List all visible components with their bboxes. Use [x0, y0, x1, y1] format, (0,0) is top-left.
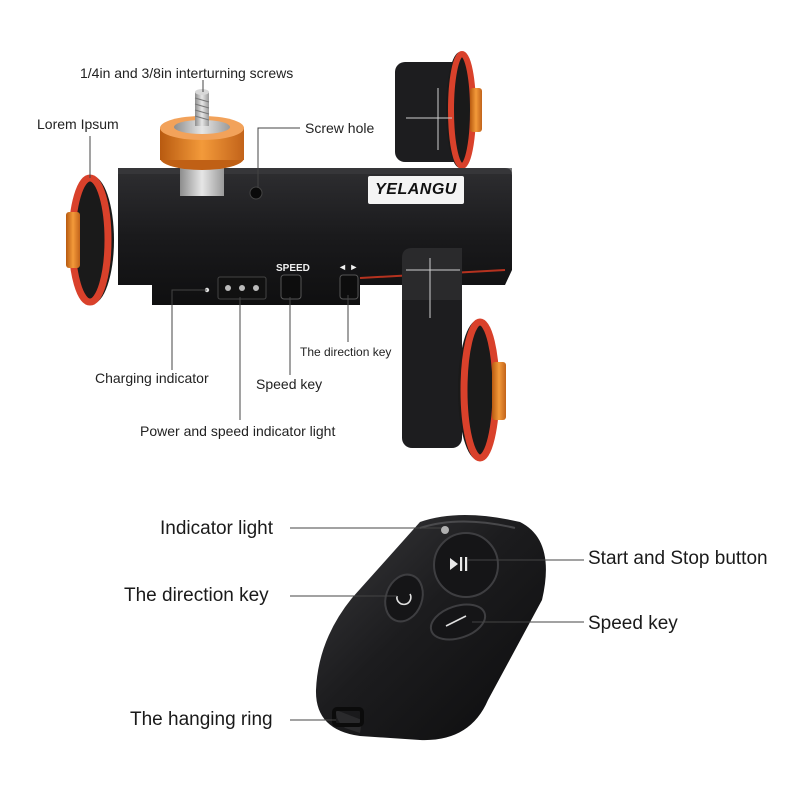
direction-button[interactable]: [339, 274, 359, 300]
remote-speed-button[interactable]: [426, 598, 489, 646]
label-charging-indicator: Charging indicator: [95, 370, 209, 386]
label-indicator-light: Indicator light: [160, 518, 274, 539]
remote-leader-lines: [290, 527, 584, 721]
led-1: [225, 285, 231, 291]
top-right-wheel: [395, 51, 482, 169]
led-3: [253, 285, 259, 291]
remote-indicator-light: [441, 526, 449, 534]
brand-logo: YELANGU: [375, 181, 457, 198]
led-2: [239, 285, 245, 291]
label-remote-speed-key: Speed key: [588, 613, 678, 634]
label-screws: 1/4in and 3/8in interturning screws: [80, 65, 294, 81]
direction-arrows-caption: ◄ ►: [338, 262, 359, 272]
dolly-leader-lines: [89, 80, 349, 420]
hanging-ring: [332, 707, 364, 727]
speed-button[interactable]: [280, 274, 302, 300]
speed-button-caption: SPEED: [276, 263, 310, 274]
remote: [315, 515, 546, 741]
direction-icon: [396, 593, 412, 606]
mount-screw: [160, 89, 244, 196]
dolly: [66, 51, 512, 462]
speed-icon: [445, 615, 467, 627]
brand-plate: [368, 176, 464, 204]
label-hanging-ring: The hanging ring: [130, 709, 273, 730]
play-pause-icon: [450, 558, 458, 570]
label-dolly-speed-key: Speed key: [256, 376, 323, 392]
label-screw-hole: Screw hole: [305, 120, 375, 136]
label-dolly-direction-key: The direction key: [300, 345, 392, 359]
label-start-stop: Start and Stop button: [588, 548, 768, 569]
remote-direction-button[interactable]: [379, 569, 429, 626]
bottom-right-wheel: [402, 248, 506, 462]
left-wheel: [66, 174, 114, 306]
label-remote-direction-key: The direction key: [124, 585, 269, 606]
label-lorem: Lorem Ipsum: [37, 116, 119, 132]
label-power-speed-light: Power and speed indicator light: [140, 423, 336, 439]
screw-hole: [249, 186, 263, 200]
